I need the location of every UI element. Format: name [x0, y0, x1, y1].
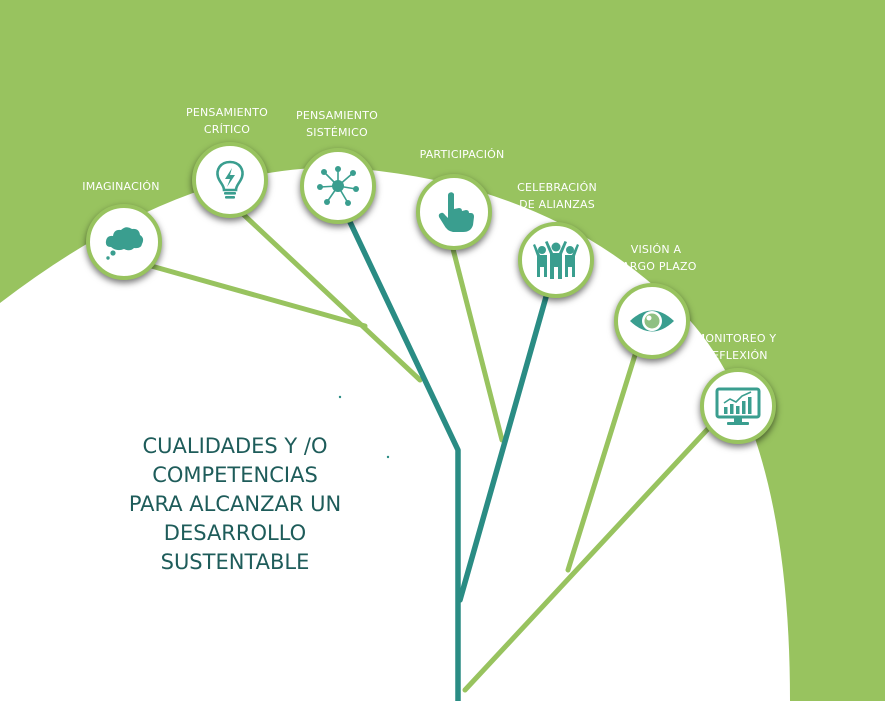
- trunk-branch-alianzas: [457, 287, 551, 603]
- lightbulb-icon: [216, 160, 244, 199]
- node-monitoreo-reflexion: [700, 368, 776, 444]
- branch-monitoreo: [462, 415, 721, 693]
- node-participacion: [416, 174, 492, 250]
- node-pensamiento-critico: [192, 142, 268, 218]
- people-celebrating-icon: [533, 241, 579, 279]
- dot: [338, 395, 342, 399]
- white-arc: [0, 167, 790, 701]
- branch-imaginacion: [127, 257, 368, 329]
- pointing-hand-icon: [438, 192, 474, 232]
- monitor-chart-icon: [715, 387, 761, 425]
- trunk-main: [347, 219, 461, 701]
- branch-participacion: [449, 242, 505, 443]
- title-line: CUALIDADES Y /O: [142, 434, 328, 458]
- label-monitoreo-reflexion: MONITOREO Y REFLEXIÓN: [680, 330, 792, 364]
- title-line: COMPETENCIAS: [152, 463, 318, 487]
- branch-vision: [565, 352, 638, 573]
- label-line: CRÍTICO: [203, 123, 251, 136]
- node-vision-largo-plazo: [614, 283, 690, 359]
- dot: [386, 455, 390, 459]
- label-line: LARGO PLAZO: [615, 260, 697, 273]
- label-line: DE ALIANZAS: [519, 198, 595, 211]
- title-line: SUSTENTABLE: [160, 550, 310, 574]
- branch-pensamiento-critico: [225, 197, 423, 383]
- node-celebracion-alianzas: [518, 222, 594, 298]
- label-imaginacion: IMAGINACIÓN: [66, 178, 176, 195]
- title-line: DESARROLLO: [163, 521, 307, 545]
- label-line: CELEBRACIÓN: [517, 181, 597, 194]
- label-line: MONITOREO Y: [695, 332, 777, 345]
- label-line: SISTÉMICO: [306, 126, 368, 139]
- network-icon: [317, 166, 359, 206]
- label-line: PENSAMIENTO: [185, 106, 268, 119]
- cloud-thought-icon: [105, 227, 144, 260]
- label-vision-largo-plazo: VISIÓN A LARGO PLAZO: [601, 241, 711, 275]
- label-line: PARTICIPACIÓN: [419, 148, 505, 161]
- title-line: PARA ALCANZAR UN: [128, 492, 342, 516]
- node-imaginacion: [86, 204, 162, 280]
- label-celebracion-alianzas: CELEBRACIÓN DE ALIANZAS: [502, 179, 612, 213]
- label-pensamiento-sistemico: PENSAMIENTO SISTÉMICO: [282, 107, 392, 141]
- eye-icon: [630, 310, 674, 332]
- label-participacion: PARTICIPACIÓN: [404, 146, 520, 163]
- label-line: IMAGINACIÓN: [82, 180, 160, 193]
- node-pensamiento-sistemico: [300, 148, 376, 224]
- label-pensamiento-critico: PENSAMIENTO CRÍTICO: [172, 104, 282, 138]
- label-line: REFLEXIÓN: [704, 349, 768, 362]
- main-title: CUALIDADES Y /O COMPETENCIAS PARA ALCANZ…: [110, 432, 360, 577]
- label-line: PENSAMIENTO: [295, 109, 378, 122]
- label-line: VISIÓN A: [630, 243, 682, 256]
